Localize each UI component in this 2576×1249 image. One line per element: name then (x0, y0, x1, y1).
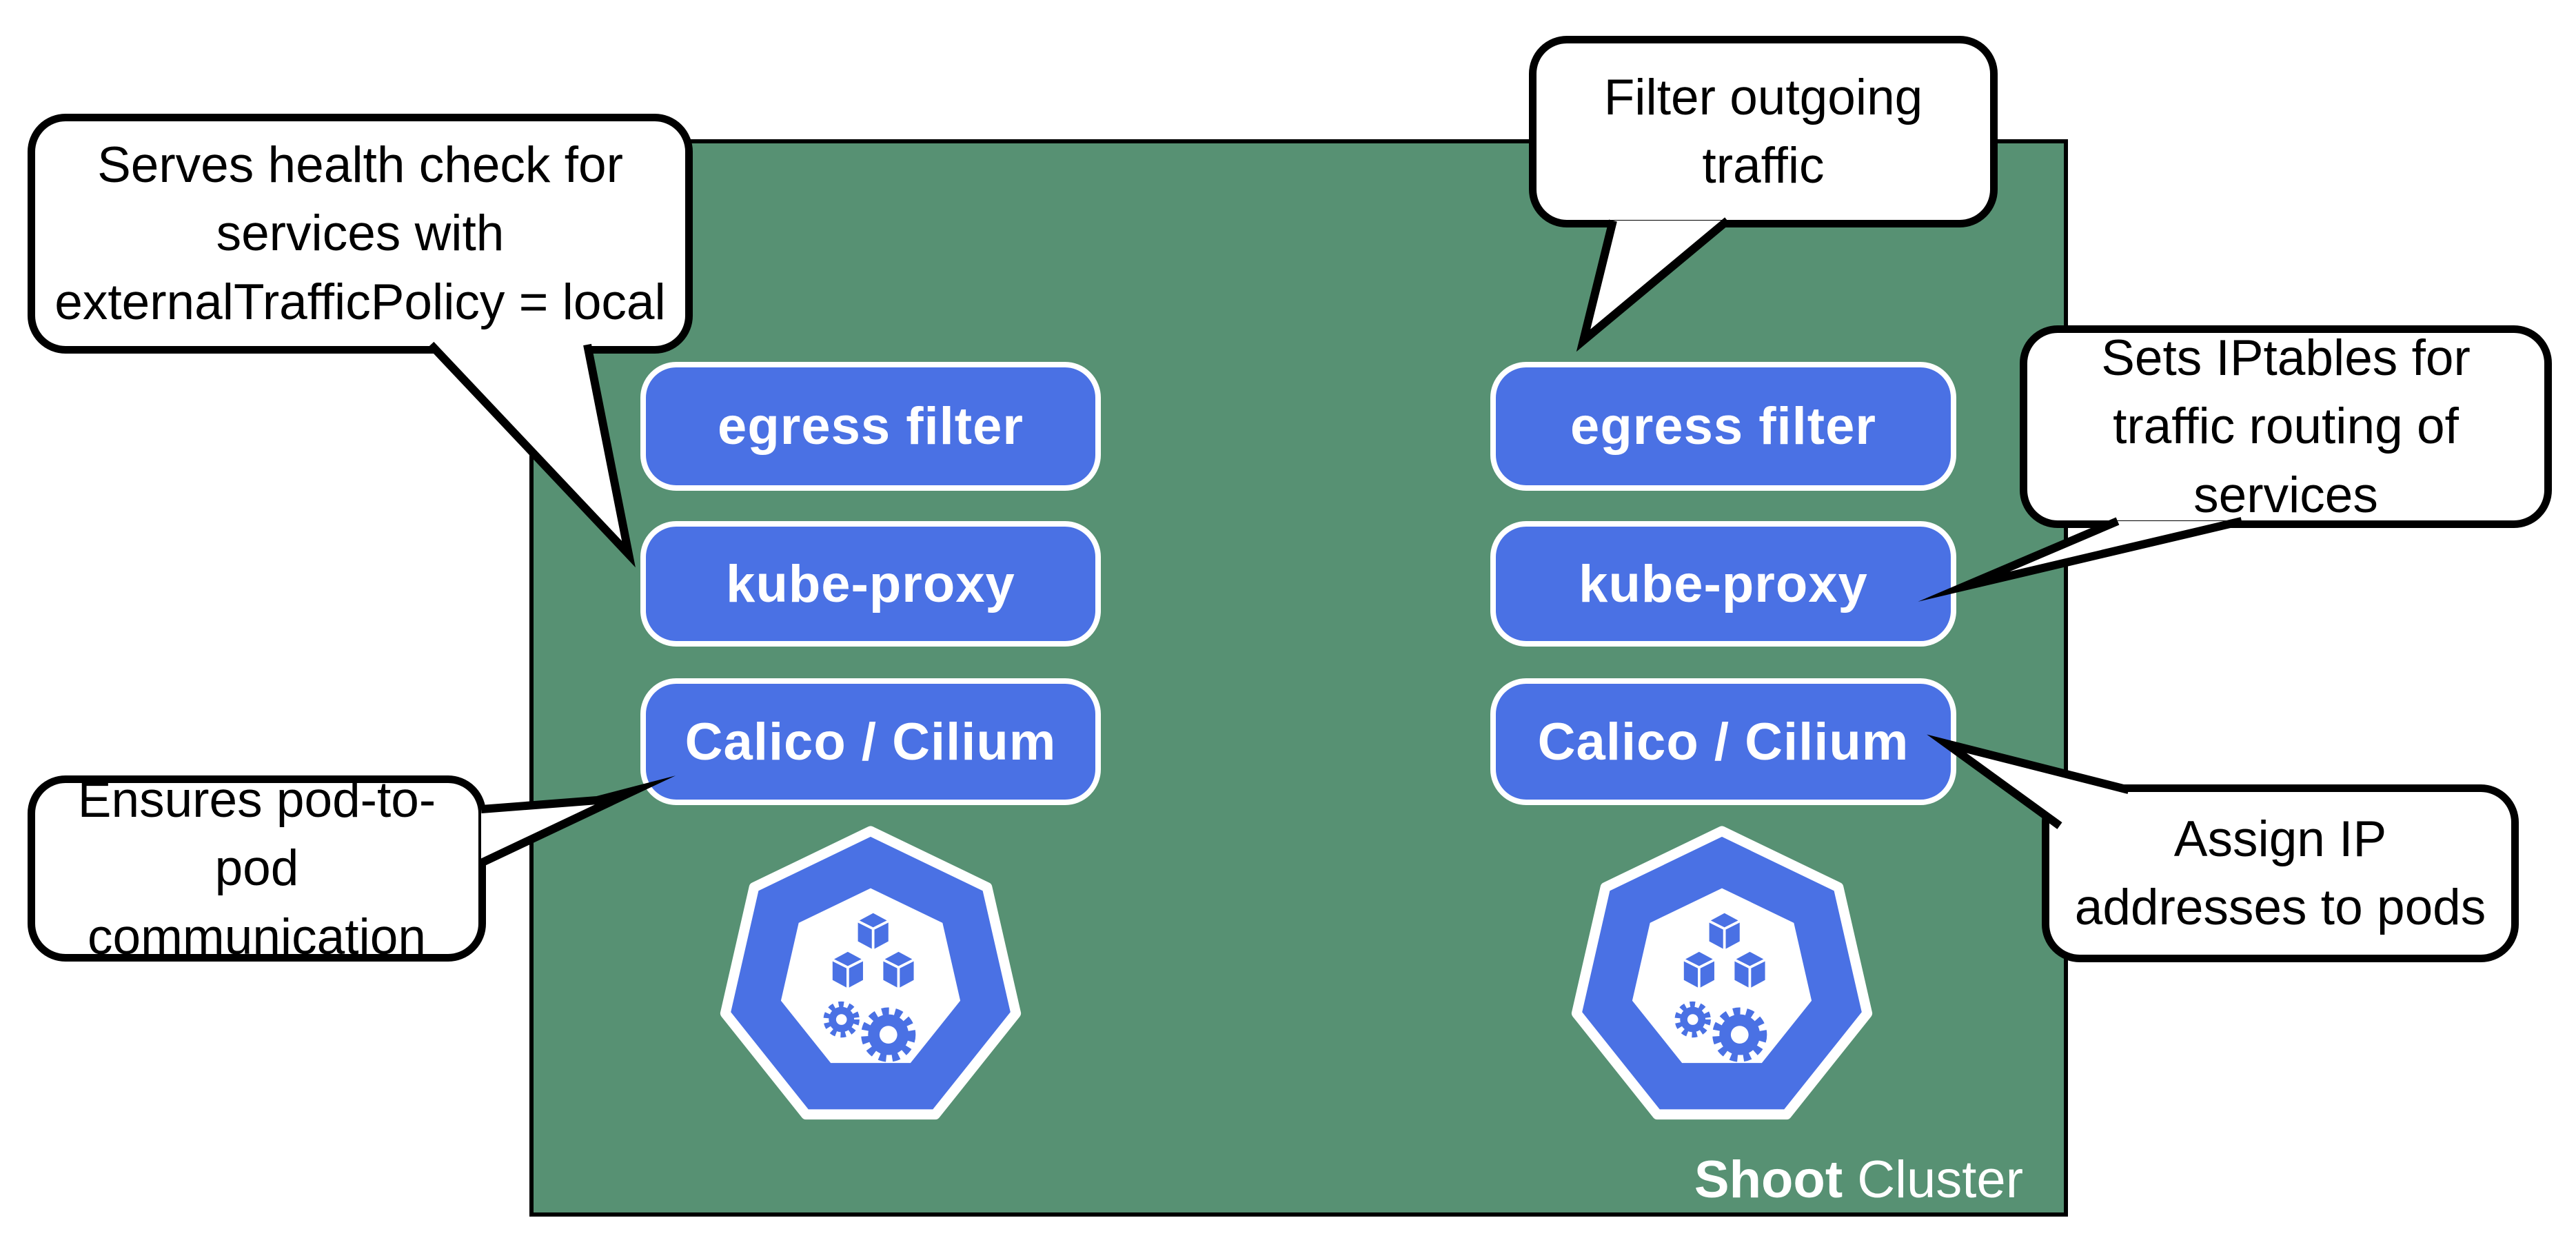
left-kube-proxy-label: kube-proxy (726, 554, 1015, 613)
cluster-label-bold: Shoot (1694, 1150, 1843, 1209)
left-kube-proxy-box: kube-proxy (640, 521, 1101, 647)
left-calico-cilium-box: Calico / Cilium (640, 678, 1101, 805)
kubernetes-node-icon (1571, 826, 1873, 1120)
callout-sets-iptables: Sets IPtables for traffic routing of ser… (2020, 325, 2552, 528)
callout-ensures-pod-to-pod: Ensures pod-to- pod communication (28, 772, 486, 965)
right-egress-filter-box: egress filter (1490, 362, 1956, 491)
callout-serves-health-check: Serves health check for services with ex… (28, 114, 693, 354)
right-egress-filter-label: egress filter (1570, 397, 1876, 456)
right-kube-proxy-box: kube-proxy (1490, 521, 1956, 647)
right-calico-cilium-label: Calico / Cilium (1537, 712, 1909, 771)
left-egress-filter-label: egress filter (718, 397, 1024, 456)
callout-filter-outgoing-traffic: Filter outgoing traffic (1529, 36, 1998, 227)
callout-assign-ip-addresses: Assign IP addresses to pods (2042, 784, 2519, 962)
right-kube-proxy-label: kube-proxy (1579, 554, 1868, 613)
kubernetes-node-icon (720, 826, 1022, 1120)
right-calico-cilium-box: Calico / Cilium (1490, 678, 1956, 805)
cluster-label: Shoot Cluster (1585, 1150, 2023, 1210)
left-egress-filter-box: egress filter (640, 362, 1101, 491)
left-calico-cilium-label: Calico / Cilium (684, 712, 1057, 771)
cluster-label-regular: Cluster (1843, 1150, 2023, 1209)
